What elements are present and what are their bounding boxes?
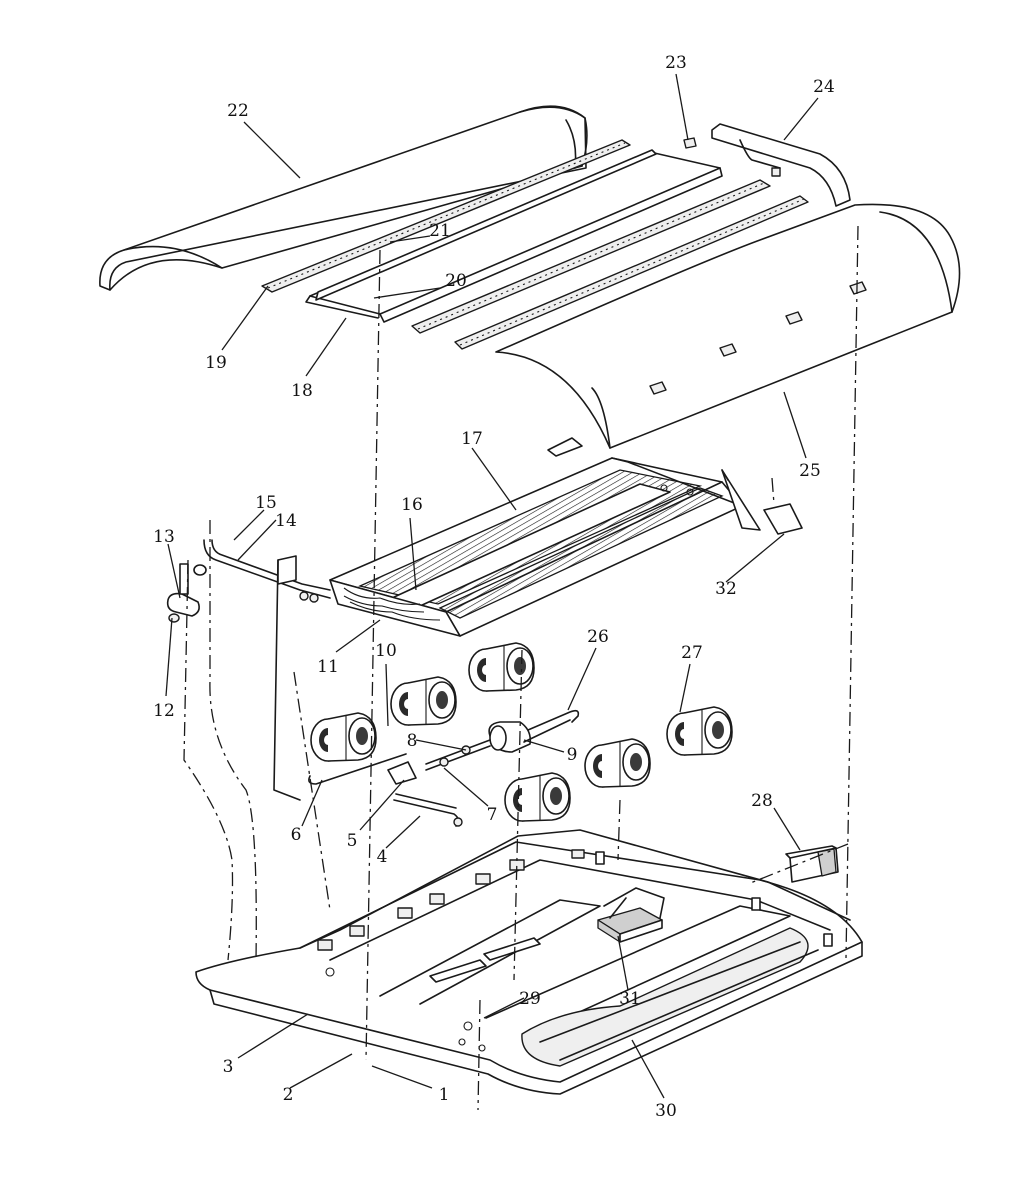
part-label-22: 22 — [227, 101, 249, 121]
part-label-3: 3 — [223, 1057, 234, 1077]
drain-fitting-13 — [166, 563, 207, 623]
part-label-17: 17 — [461, 429, 483, 449]
switch-box-28 — [785, 845, 839, 883]
part-label-16: 16 — [401, 495, 423, 515]
assembly-lines — [183, 225, 859, 1111]
base-pan-3 — [195, 829, 863, 1095]
part-label-25: 25 — [799, 461, 821, 481]
top-cover-left — [99, 105, 588, 291]
part-label-24: 24 — [813, 77, 835, 97]
shaft-bracket-6 — [273, 559, 417, 801]
rail-strip-20 — [411, 179, 771, 334]
rail-strip-lower — [454, 195, 809, 350]
part-label-5: 5 — [347, 831, 358, 851]
part-label-23: 23 — [665, 53, 687, 73]
part-label-32: 32 — [715, 579, 737, 599]
part-label-19: 19 — [205, 353, 227, 373]
part-label-8: 8 — [407, 731, 418, 751]
part-label-14: 14 — [275, 511, 297, 531]
blower-right-mid — [584, 738, 651, 788]
control-box-31 — [597, 887, 665, 943]
clip-32 — [763, 503, 803, 535]
part-label-6: 6 — [291, 825, 302, 845]
part-label-20: 20 — [445, 271, 467, 291]
part-label-4: 4 — [377, 847, 388, 867]
part-label-26: 26 — [587, 627, 609, 647]
blower-right-back — [666, 706, 733, 756]
part-label-12: 12 — [153, 701, 175, 721]
rail-strip-19 — [261, 139, 631, 293]
evaporator-17 — [329, 457, 761, 637]
part-label-28: 28 — [751, 791, 773, 811]
part-label-11: 11 — [317, 657, 339, 677]
part-label-15: 15 — [255, 493, 277, 513]
top-cover-right — [495, 203, 961, 457]
part-label-30: 30 — [655, 1101, 677, 1121]
part-label-31: 31 — [619, 989, 641, 1009]
blower-left-back — [468, 642, 535, 692]
part-label-18: 18 — [291, 381, 313, 401]
part-label-2: 2 — [283, 1085, 294, 1105]
part-label-9: 9 — [567, 745, 578, 765]
end-bracket-24 — [711, 123, 851, 207]
blower-left-front — [310, 712, 377, 762]
blower-left-mid — [390, 676, 457, 726]
part-label-13: 13 — [153, 527, 175, 547]
divider-plate-18 — [305, 149, 723, 323]
part-labels: 1 2 3 4 5 6 7 8 9 10 11 12 13 14 15 16 1… — [153, 53, 835, 1121]
blower-right-front — [504, 772, 571, 822]
leader-lines — [165, 73, 819, 1099]
bearing-holder-4 — [393, 793, 463, 827]
part-label-1: 1 — [439, 1085, 450, 1105]
part-label-29: 29 — [519, 989, 541, 1009]
part-label-10: 10 — [375, 641, 397, 661]
refrigerant-pipe-14 — [203, 539, 331, 603]
part-label-7: 7 — [487, 805, 498, 825]
part-label-21: 21 — [429, 221, 451, 241]
part-label-27: 27 — [681, 643, 703, 663]
clip-23 — [683, 137, 697, 149]
